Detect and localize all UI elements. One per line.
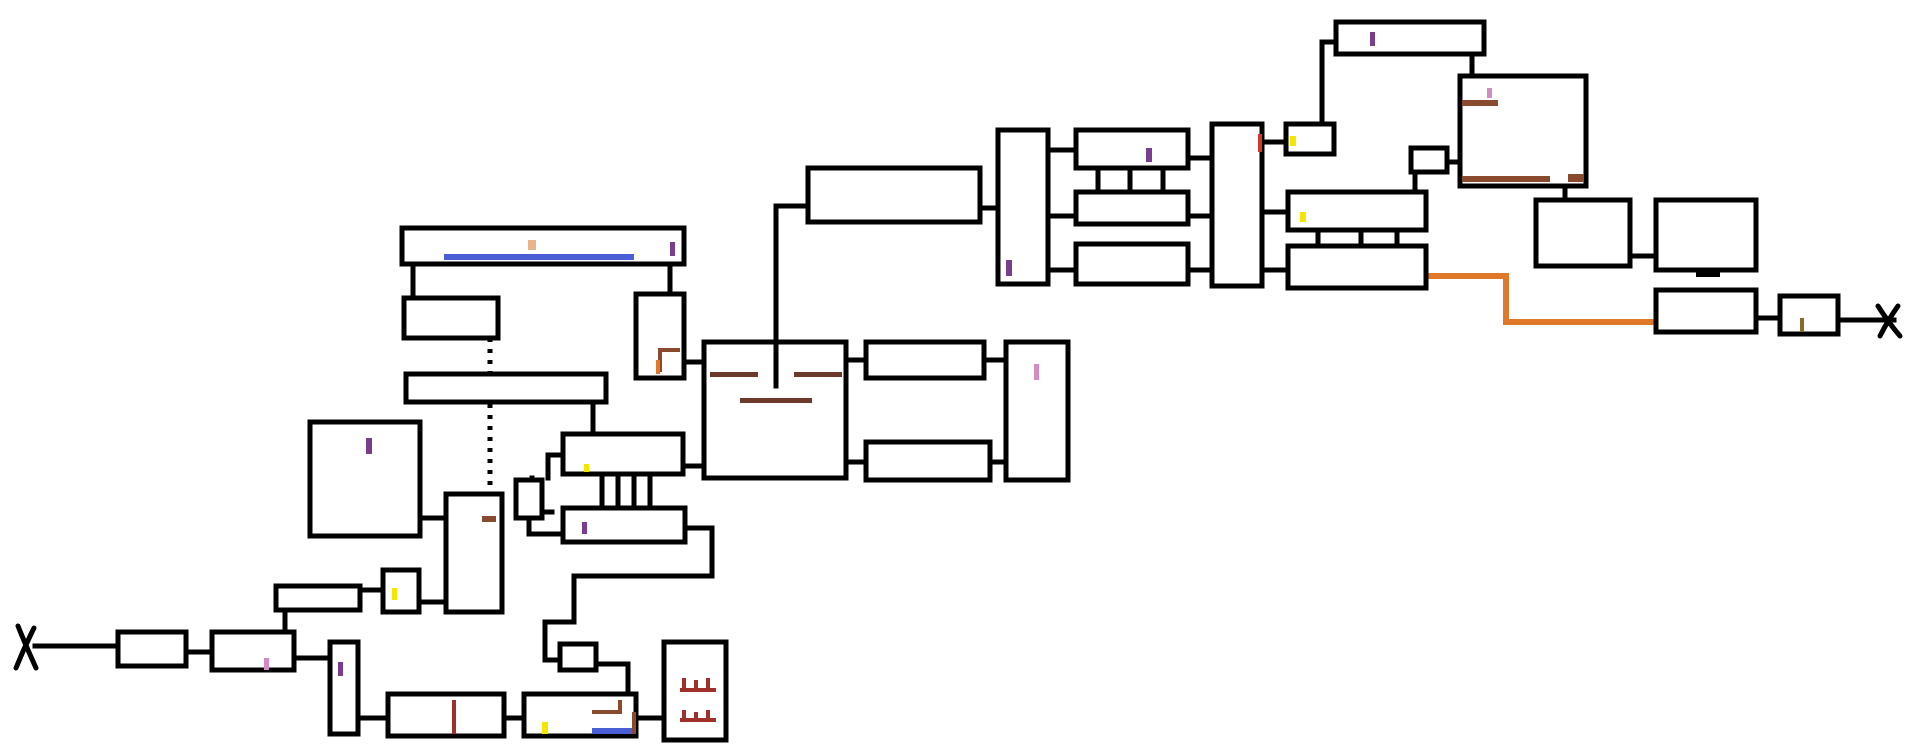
item-marker — [366, 438, 372, 454]
item-marker — [670, 242, 675, 256]
rug — [452, 700, 456, 734]
room — [1457, 73, 1589, 189]
accent — [1258, 134, 1262, 152]
item-marker — [582, 522, 587, 534]
room — [209, 629, 297, 673]
item-marker — [1146, 148, 1152, 162]
furniture — [592, 700, 622, 714]
water — [444, 254, 634, 260]
room — [273, 583, 363, 613]
shelf — [706, 710, 710, 720]
shelf — [694, 712, 698, 720]
room — [401, 295, 501, 341]
item-marker — [1800, 318, 1804, 332]
item-marker — [1370, 32, 1375, 46]
room — [1073, 241, 1191, 287]
room — [1285, 243, 1429, 291]
furniture — [740, 398, 812, 403]
item-marker — [1487, 88, 1492, 98]
room — [1333, 19, 1487, 57]
furniture — [632, 712, 636, 734]
room — [403, 371, 609, 405]
furniture — [1462, 100, 1498, 106]
item-marker — [584, 464, 589, 472]
room — [557, 641, 599, 673]
room — [1653, 197, 1759, 273]
room — [701, 339, 849, 481]
furniture — [1462, 176, 1550, 182]
room-items — [264, 32, 1804, 734]
shelf — [694, 680, 698, 690]
item-marker — [338, 662, 343, 676]
room — [995, 127, 1051, 287]
room — [1073, 189, 1191, 227]
room — [385, 691, 507, 739]
item-marker — [1034, 364, 1039, 380]
room — [1209, 121, 1265, 289]
room — [115, 629, 189, 669]
room — [307, 419, 423, 539]
room — [443, 491, 505, 615]
furniture — [1568, 174, 1584, 182]
room — [1408, 145, 1450, 175]
shelf — [682, 678, 686, 690]
room — [1653, 287, 1759, 335]
item-marker — [1300, 212, 1306, 222]
furniture — [482, 516, 496, 522]
room — [1003, 339, 1071, 483]
item-marker — [264, 658, 269, 670]
room — [513, 477, 545, 521]
item-marker — [392, 588, 397, 600]
rooms — [115, 19, 1841, 743]
item-marker — [1290, 136, 1296, 146]
item-marker — [528, 240, 536, 250]
room — [327, 639, 361, 737]
room — [380, 567, 422, 615]
room — [1285, 189, 1429, 233]
item-marker — [1006, 260, 1012, 276]
item-marker — [542, 722, 548, 734]
furniture — [656, 360, 660, 374]
map-entrance-start-icon — [13, 623, 39, 671]
room — [560, 505, 688, 545]
room — [863, 439, 993, 483]
shelf — [682, 710, 686, 720]
map-exit-end-icon — [1875, 303, 1903, 339]
water — [592, 728, 634, 734]
room — [1777, 293, 1841, 337]
room — [560, 431, 686, 477]
furniture — [710, 372, 758, 377]
shelf — [706, 678, 710, 690]
room — [1533, 197, 1633, 269]
orange-bridge — [1410, 273, 1660, 325]
room — [805, 165, 983, 225]
room — [1073, 127, 1191, 171]
furniture — [794, 372, 842, 377]
room — [863, 339, 987, 381]
